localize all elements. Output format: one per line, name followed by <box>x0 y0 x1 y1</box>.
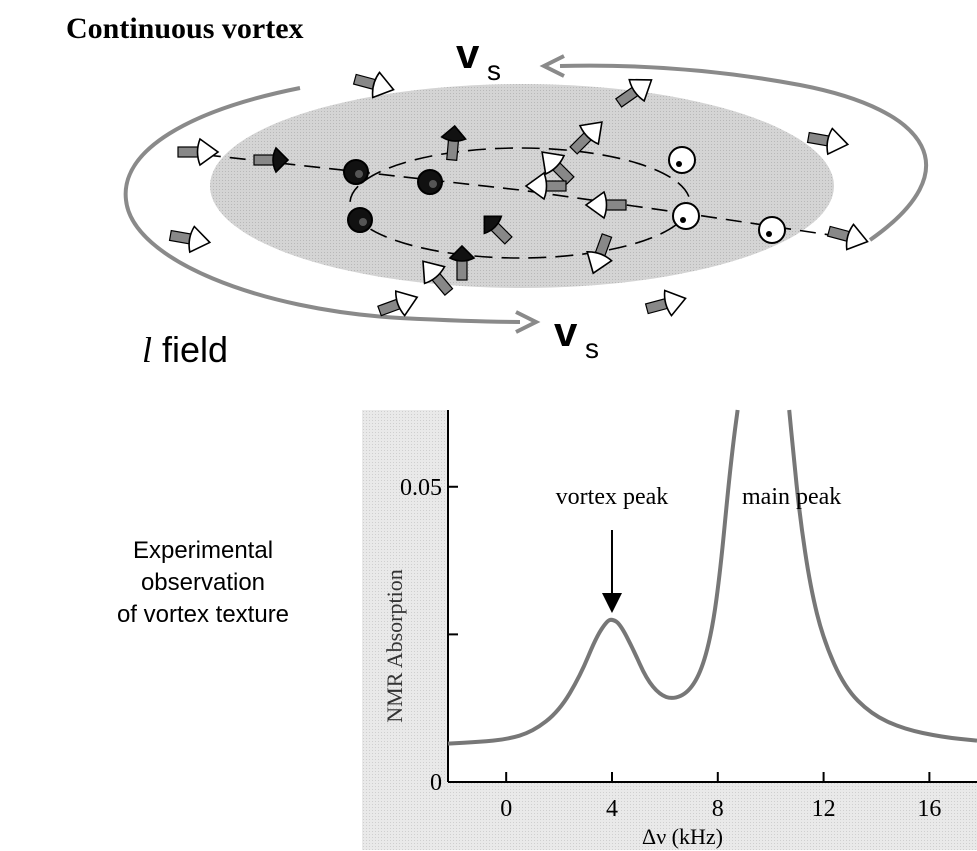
svg-text:s: s <box>487 55 501 86</box>
flow-arrow-bottom <box>123 86 521 324</box>
flow-arrow-top <box>559 63 929 242</box>
x-tick-label-4: 16 <box>917 796 941 822</box>
caption-line-3: of vortex texture <box>117 601 289 628</box>
spin-arrow-14 <box>253 146 290 174</box>
spin-arrow-6 <box>377 290 419 317</box>
spin-dot-22 <box>672 202 700 230</box>
plot-area <box>448 410 977 782</box>
y-tick-label-1: 0.05 <box>400 475 442 501</box>
caption-line-1: Experimental <box>133 537 273 564</box>
nmr-chart: 0 4 8 12 16 0 0.05 Δν (kHz) NMR Absorption vortex… <box>362 409 977 850</box>
vs-label-bottom: v s <box>554 308 599 364</box>
y-axis-label: NMR Absorption <box>382 569 407 722</box>
spin-arrow-12 <box>422 260 454 296</box>
caption: Experimental observation of vortex textu… <box>117 537 289 628</box>
annotation-vortex-peak: vortex peak <box>556 484 669 510</box>
spin-arrow-0 <box>177 137 220 167</box>
series-line-0 <box>447 409 740 746</box>
spin-arrow-4 <box>168 225 212 254</box>
diagram-title: Continuous vortex <box>66 12 304 45</box>
spin-arrow-15 <box>440 124 467 161</box>
spin-arrow-9 <box>584 190 627 220</box>
svg-text:v: v <box>456 30 480 77</box>
flow-arrow-bottom-head <box>515 310 541 334</box>
spin-arrow-5 <box>826 223 869 251</box>
spin-dot-19 <box>417 169 443 195</box>
x-tick-label-0: 0 <box>500 796 512 822</box>
series-line-1 <box>787 409 977 743</box>
caption-line-2: observation <box>141 569 265 596</box>
spin-arrow-11 <box>541 151 575 185</box>
spin-arrow-1 <box>352 71 395 99</box>
x-tick-label-2: 8 <box>712 796 724 822</box>
superfluid-disc <box>210 84 834 288</box>
spin-arrow-3 <box>806 127 850 156</box>
spin-arrow-10 <box>586 233 613 275</box>
svg-text:v: v <box>554 308 578 355</box>
spin-arrow-16 <box>483 215 513 245</box>
spin-arrow-13 <box>524 171 567 201</box>
spin-arrow-7 <box>644 289 687 317</box>
spin-arrow-2 <box>614 78 653 108</box>
svg-text:s: s <box>585 333 599 364</box>
spin-dot-23 <box>758 216 786 244</box>
x-tick-label-1: 4 <box>606 796 618 822</box>
flow-arrow-top-head <box>539 54 565 78</box>
spin-dot-20 <box>347 207 373 233</box>
vs-label-top: v s <box>456 30 501 86</box>
y-tick-label-0: 0 <box>430 770 442 796</box>
vortex-diagram: Continuous vortex v s v s l field <box>66 12 929 370</box>
l-field-label: l field <box>142 329 228 370</box>
spin-arrow-8 <box>569 121 603 155</box>
x-tick-label-3: 12 <box>812 796 836 822</box>
x-axis-label: Δν (kHz) <box>642 824 723 849</box>
spin-dot-18 <box>343 159 369 185</box>
annotation-main-peak: main peak <box>742 484 841 510</box>
l-vectors <box>168 71 869 317</box>
spin-arrow-17 <box>448 244 476 281</box>
spin-dot-21 <box>668 146 696 174</box>
